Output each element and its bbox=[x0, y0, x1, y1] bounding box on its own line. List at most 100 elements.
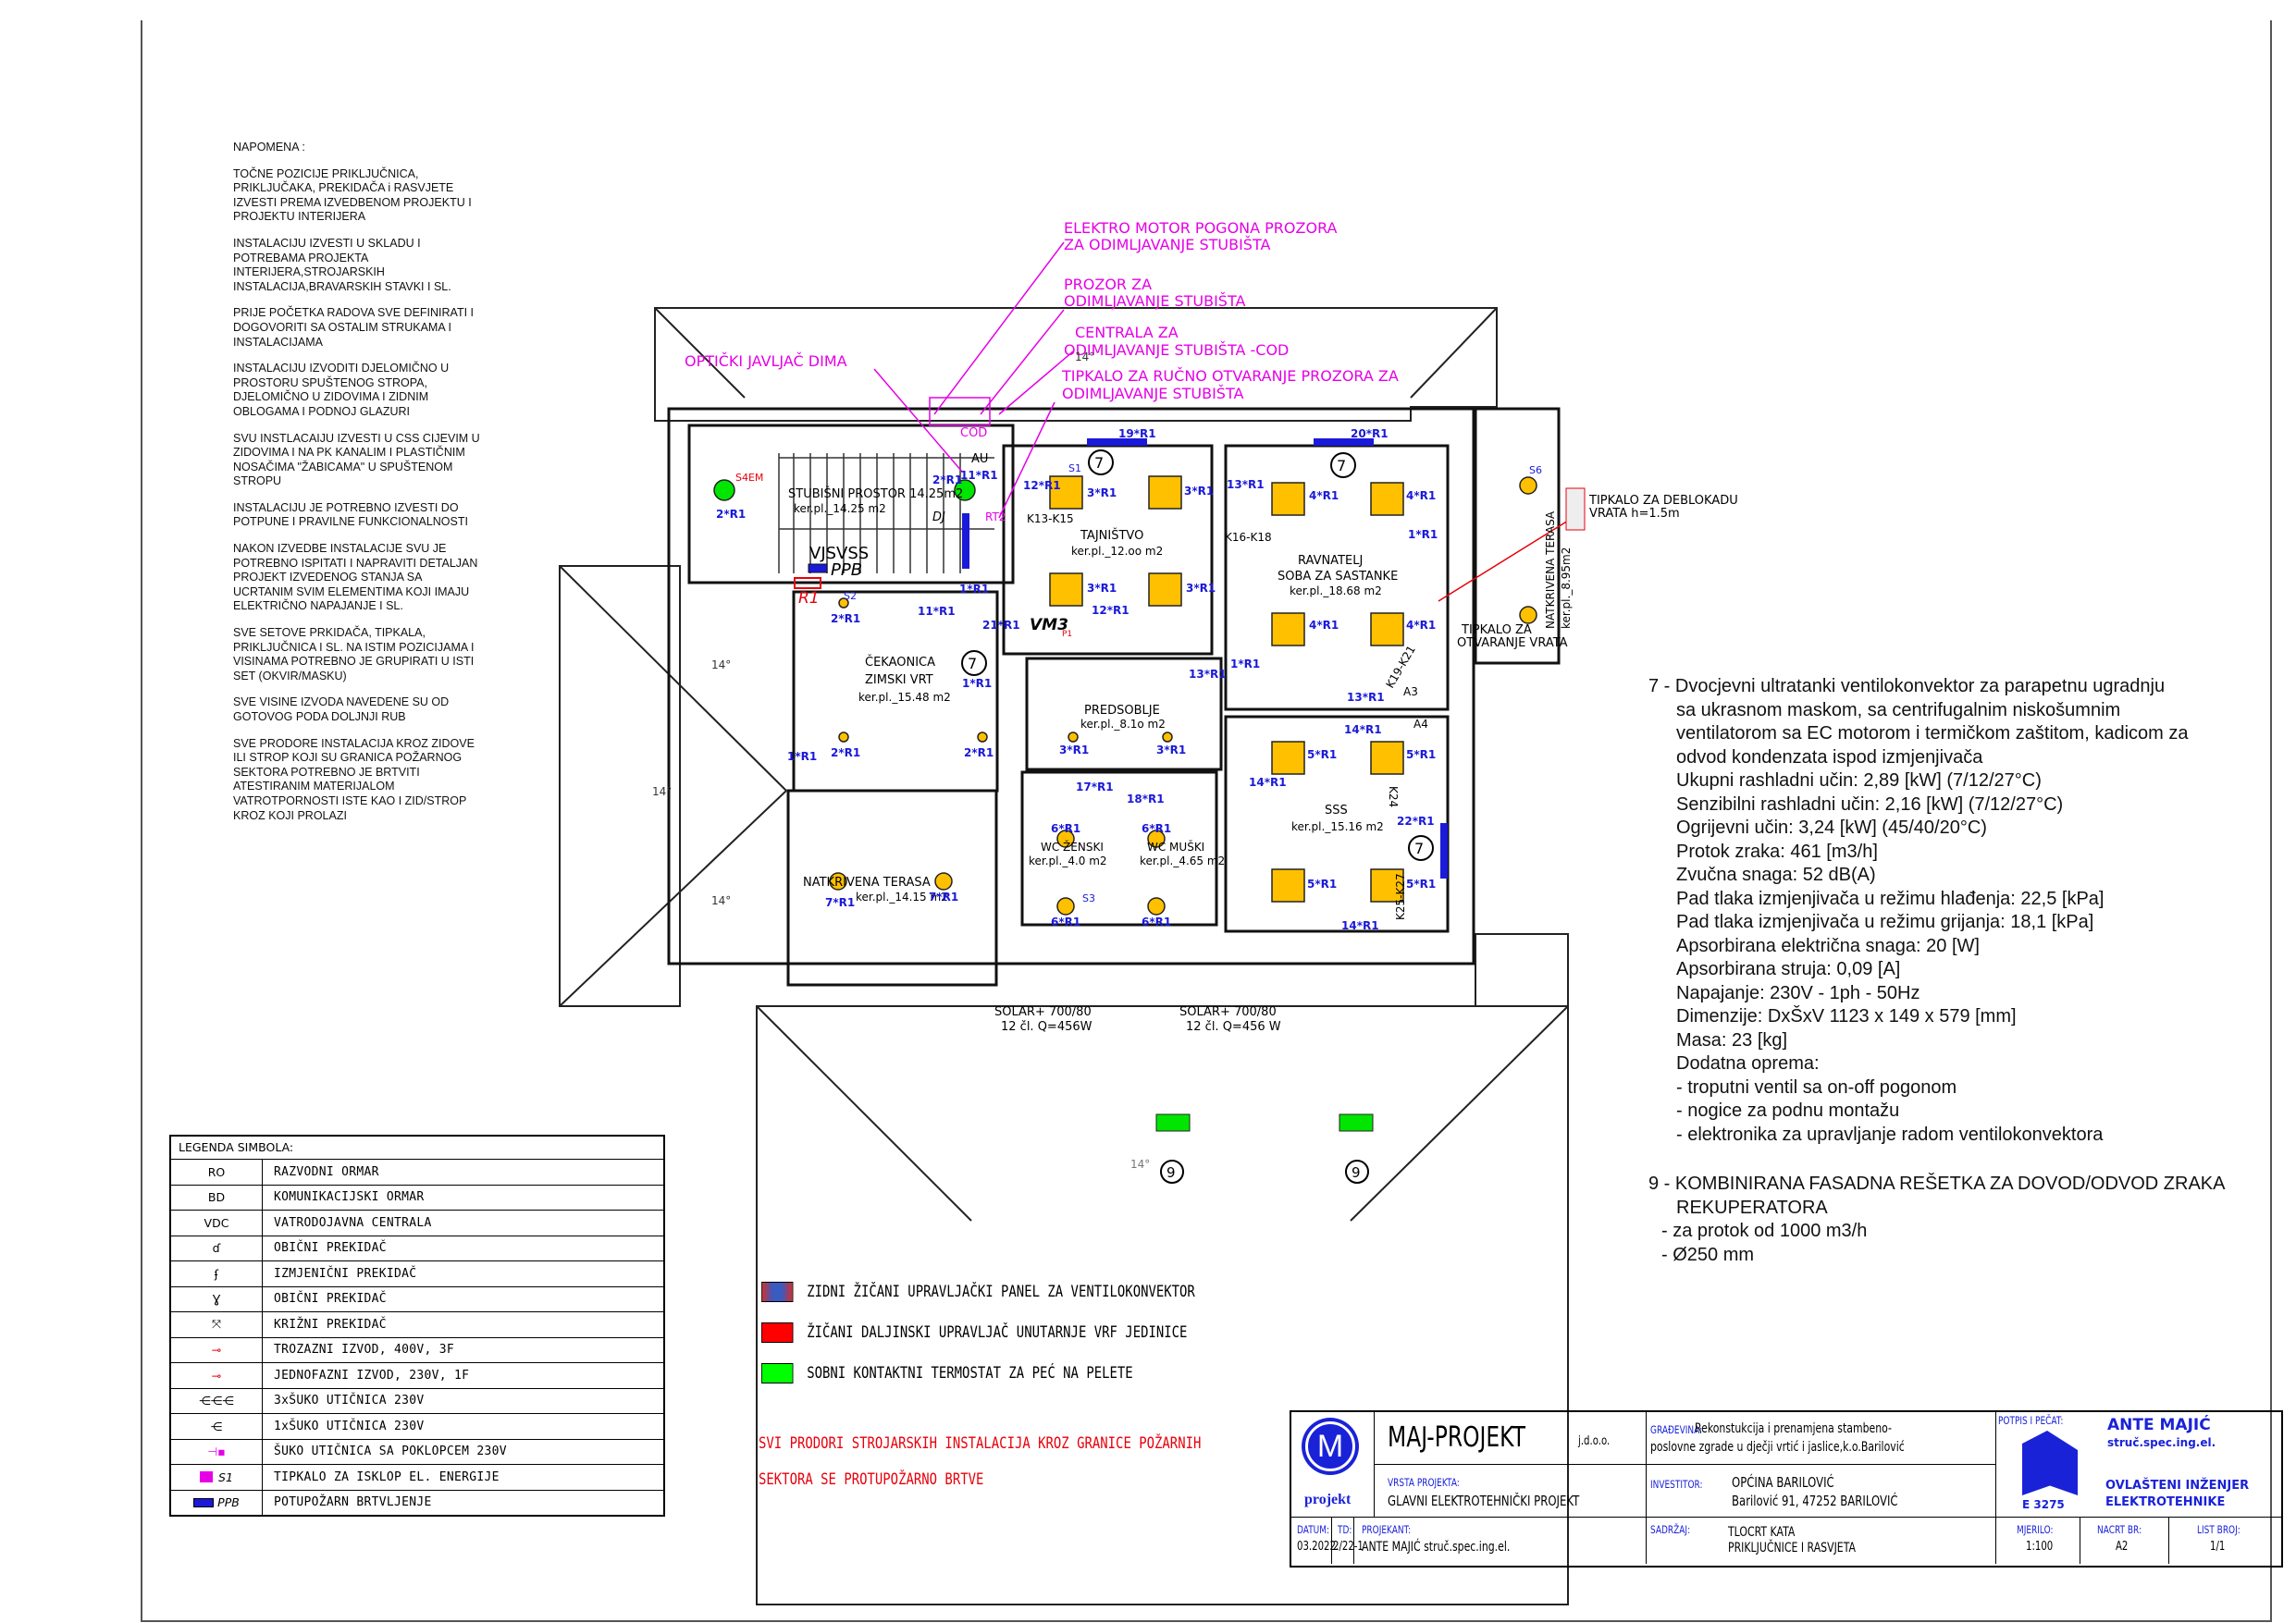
svg-text:7: 7 bbox=[1094, 454, 1104, 472]
svg-text:3*R1: 3*R1 bbox=[1087, 486, 1117, 499]
svg-text:R1: R1 bbox=[798, 589, 820, 608]
callout-label: VRATA h=1.5m bbox=[1589, 507, 1680, 521]
svg-text:7*R1: 7*R1 bbox=[825, 896, 855, 909]
room-name: TAJNIŠTVO bbox=[1080, 528, 1143, 543]
lamp-s2 bbox=[977, 732, 988, 743]
legend-row: ⤧KRIŽNI PREKIDAČ bbox=[171, 1312, 663, 1338]
svg-text:6*R1: 6*R1 bbox=[1142, 916, 1171, 928]
room-area: ker.pl._14.25 m2 bbox=[794, 502, 886, 515]
lamp-s2 bbox=[838, 732, 849, 743]
lamp-s4em bbox=[954, 479, 976, 501]
note-paragraph: INSTALACIJU JE POTREBNO IZVESTI DO POTPU… bbox=[233, 500, 468, 529]
equipment-spec-7: 7 - Dvocjevni ultratanki ventilokonvekto… bbox=[1648, 676, 2226, 1265]
radiator-model: SOLAR+ 700/80 bbox=[994, 1005, 1092, 1019]
scale-cell: MJERILO: 1:100 bbox=[1996, 1518, 2080, 1564]
signature-stamp-cell: POTPIS I PEČAT: E 3275 ANTE MAJIĆ struč.… bbox=[1996, 1412, 2281, 1518]
fire-seal-icon bbox=[193, 1497, 215, 1507]
lamp-s1 bbox=[1148, 572, 1182, 607]
callout-label: ODIMLJAVANJE STUBIŠTA -COD bbox=[1064, 341, 1289, 359]
lamp-s1 bbox=[1370, 482, 1404, 516]
lamp-s1 bbox=[1271, 868, 1305, 903]
content-cell: SADRŽAJ: TLOCRT KATA PRIKLJUČNICE I RASV… bbox=[1647, 1518, 1996, 1564]
room-name: PREDSOBLJE bbox=[1084, 704, 1160, 718]
lamp-s6 bbox=[829, 872, 847, 891]
building-walls bbox=[667, 407, 1561, 987]
spec-title: 7 - Dvocjevni ultratanki ventilokonvekto… bbox=[1648, 676, 2166, 696]
svg-text:13*R1: 13*R1 bbox=[1227, 478, 1265, 491]
room-area: ker.pl._15.48 m2 bbox=[858, 691, 951, 704]
note-paragraph: NAKON IZVEDBE INSTALACIJE SVU JE POTREBN… bbox=[233, 542, 478, 613]
callout-label: ELEKTRO MOTOR POGONA PROZORA bbox=[1064, 219, 1338, 237]
svg-text:20*R1: 20*R1 bbox=[1351, 427, 1389, 440]
lamp-s1 bbox=[1271, 612, 1305, 646]
sheet-number-cell: LIST BROJ: 1/1 bbox=[2197, 1523, 2240, 1554]
svg-text:13*R1: 13*R1 bbox=[1189, 668, 1227, 681]
callout-label: PROZOR ZA bbox=[1064, 276, 1152, 293]
svg-text:3*R1: 3*R1 bbox=[1186, 582, 1216, 595]
note-paragraph: INSTALACIJU IZVESTI U SKLADU I POTREBAMA… bbox=[233, 236, 451, 293]
svg-text:1*R1: 1*R1 bbox=[1408, 528, 1438, 541]
svg-text:1*R1: 1*R1 bbox=[959, 583, 989, 596]
room-area: ker.pl._18.68 m2 bbox=[1290, 584, 1382, 597]
room-name: RAVNATELJ bbox=[1298, 554, 1363, 568]
legend-row: ⋲1xŠUKO UTIČNICA 230V bbox=[171, 1414, 663, 1440]
lamp-s1 bbox=[1049, 475, 1083, 510]
lamp-s1 bbox=[1370, 741, 1404, 775]
callout-label: OTVARANJE VRATA bbox=[1457, 636, 1568, 650]
lamp-s6 bbox=[934, 872, 953, 891]
svg-text:PPB: PPB bbox=[831, 560, 862, 580]
lamp-s2 bbox=[1162, 732, 1173, 743]
switch-icon: ɗ bbox=[171, 1236, 263, 1260]
lamp-s1 bbox=[1148, 475, 1182, 510]
svg-text:A4: A4 bbox=[1413, 718, 1428, 731]
investor-cell: INVESTITOR: OPĆINA BARILOVIĆ Barilović 9… bbox=[1647, 1465, 1996, 1518]
svg-text:14°: 14° bbox=[711, 658, 731, 671]
callout-label: OPTIČKI JAVLJAČ DIMA bbox=[685, 352, 847, 370]
marker-7 bbox=[1408, 835, 1434, 861]
three-phase-outlet-icon: ⊸ bbox=[171, 1337, 263, 1362]
fire-seal-note: SVI PRODORI STROJARSKIH INSTALACIJA KROZ… bbox=[759, 1434, 1202, 1489]
single-socket-icon: ⋲ bbox=[171, 1414, 263, 1439]
room-area: ker.pl._8.1o m2 bbox=[1080, 718, 1166, 731]
lamp-s6 bbox=[1519, 606, 1537, 624]
svg-text:S4EM: S4EM bbox=[735, 472, 763, 484]
stairs bbox=[778, 453, 994, 573]
svg-text:9: 9 bbox=[1352, 1164, 1361, 1181]
lamp-s1 bbox=[1271, 482, 1305, 516]
room-name: SOBA ZA SASTANKE bbox=[1278, 570, 1398, 584]
emergency-lamps bbox=[713, 479, 976, 501]
marker-7 bbox=[961, 650, 987, 676]
date-cell: DATUM: 03.2022. bbox=[1291, 1518, 1339, 1564]
company-cell: MAJ-PROJEKT j.d.o.o. bbox=[1375, 1412, 1647, 1465]
color-key-item: ŽIČANI DALJINSKI UPRAVLJAČ UNUTARNJE VRF… bbox=[761, 1312, 1195, 1353]
marker-7 bbox=[1330, 452, 1356, 478]
fan-coil-units bbox=[962, 438, 1448, 879]
svg-text:14°: 14° bbox=[652, 785, 672, 798]
svg-text:3*R1: 3*R1 bbox=[1059, 744, 1089, 756]
emergency-stop-button-icon bbox=[200, 1471, 214, 1483]
facade-grilles bbox=[1155, 1113, 1374, 1132]
room-area: ker.pl._14.15 m2 bbox=[856, 891, 948, 904]
color-key-item: ZIDNI ŽIČANI UPRAVLJAČKI PANEL ZA VENTIL… bbox=[761, 1272, 1195, 1312]
room-area: ker.pl._8.95m2 bbox=[1560, 547, 1573, 629]
svg-text:12*R1: 12*R1 bbox=[1023, 479, 1061, 492]
room-name: WC ŽENSKI bbox=[1041, 840, 1104, 854]
svg-text:7: 7 bbox=[1337, 457, 1346, 474]
svg-text:4*R1: 4*R1 bbox=[1309, 619, 1339, 632]
svg-text:VM3: VM3 bbox=[1030, 616, 1068, 634]
svg-text:S2: S2 bbox=[844, 590, 857, 602]
svg-text:14°: 14° bbox=[1130, 1158, 1150, 1171]
svg-text:9: 9 bbox=[1167, 1164, 1176, 1181]
room-area: ker.pl._12.oo m2 bbox=[1071, 545, 1163, 558]
note-paragraph: SVU INSTLACAIJU IZVESTI U CSS CIJEVIM U … bbox=[233, 431, 480, 488]
room-name: ZIMSKI VRT bbox=[865, 673, 933, 687]
svg-text:11*R1: 11*R1 bbox=[918, 605, 956, 618]
thermostat-swatch bbox=[761, 1363, 794, 1383]
td-cell: TD: 2/22-1 bbox=[1332, 1518, 1364, 1564]
lamp-s4em bbox=[713, 479, 735, 501]
radiator-spec: 12 čl. Q=456W bbox=[1001, 1020, 1092, 1034]
